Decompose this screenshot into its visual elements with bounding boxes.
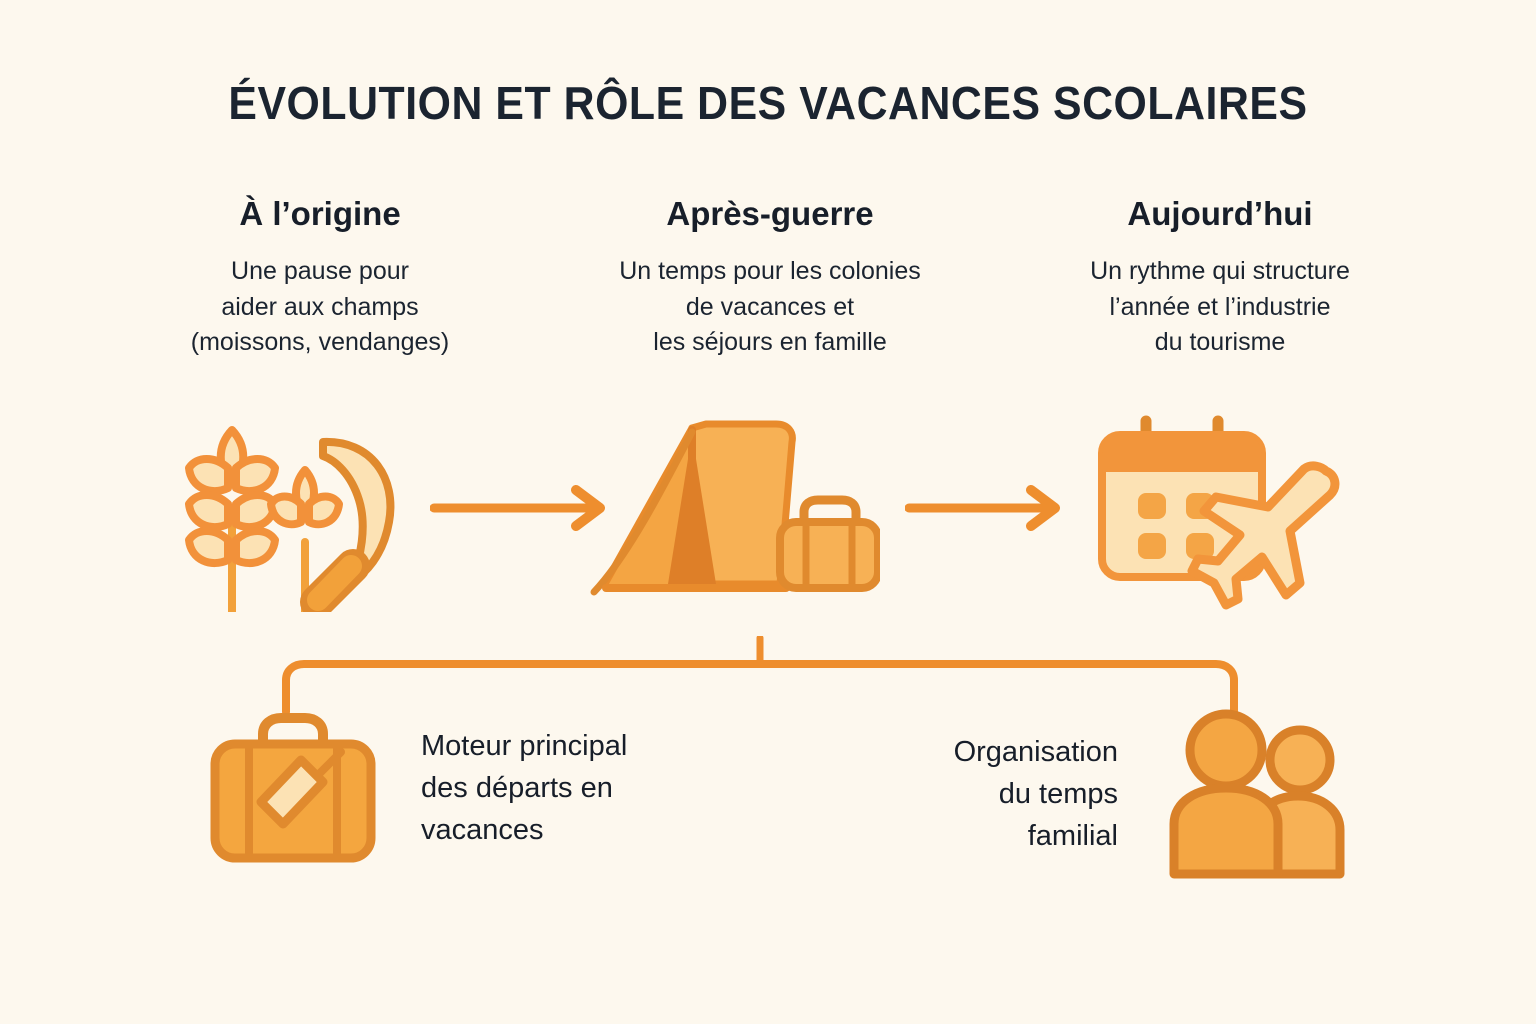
timeline-column-origine: À l’origine Une pause pour aider aux cha… bbox=[110, 195, 530, 361]
column-description-line: de vacances et bbox=[685, 292, 855, 321]
outcome-text-line: du temps bbox=[998, 777, 1118, 810]
calendar-airplane-icon bbox=[1098, 415, 1340, 609]
column-description-line: Un rythme qui structure bbox=[1090, 257, 1350, 286]
timeline-columns: À l’origine Une pause pour aider aux cha… bbox=[110, 195, 1430, 361]
arrow-connector-2 bbox=[904, 484, 1065, 537]
icon-row bbox=[0, 408, 1536, 618]
arrow-connector-1 bbox=[429, 484, 610, 537]
icon-slot-apres-guerre bbox=[575, 414, 885, 614]
column-description: Un temps pour les colonies de vacances e… bbox=[560, 254, 980, 361]
bracket-connector bbox=[280, 634, 1240, 716]
timeline-column-aujourdhui: Aujourd’hui Un rythme qui structure l’an… bbox=[1010, 195, 1430, 361]
icon-slot-aujourdhui bbox=[1090, 410, 1350, 615]
icon-slot-origine bbox=[170, 414, 410, 614]
person-head-small bbox=[1265, 725, 1335, 795]
person-head-large bbox=[1185, 709, 1267, 791]
bracket-shape bbox=[282, 634, 1238, 716]
column-description-line: Un temps pour les colonies bbox=[619, 257, 921, 286]
tent-suitcase-icon bbox=[590, 420, 880, 596]
arrow-right-icon bbox=[904, 485, 1060, 531]
outcome-departs: Moteur principal des départs en vacances bbox=[205, 708, 627, 868]
outcome-text-line: Moteur principal bbox=[421, 729, 628, 762]
bracket-arms bbox=[282, 660, 1238, 716]
person-body-large bbox=[1169, 783, 1283, 879]
column-description: Un rythme qui structure l’année et l’ind… bbox=[1010, 254, 1430, 361]
tent-guy-line bbox=[590, 428, 696, 596]
outcomes-row: Moteur principal des départs en vacances… bbox=[0, 700, 1536, 900]
column-description-line: Une pause pour bbox=[231, 257, 409, 286]
outcome-text-line: Organisation bbox=[953, 735, 1118, 768]
outcome-text-line: familial bbox=[1027, 820, 1118, 853]
column-heading: À l’origine bbox=[239, 195, 401, 232]
family-people-icon bbox=[1169, 709, 1345, 879]
column-description-line: aider aux champs bbox=[221, 292, 419, 321]
outcome-text-line: vacances bbox=[421, 814, 544, 847]
column-description-line: l’année et l’industrie bbox=[1109, 292, 1331, 321]
column-description: Une pause pour aider aux champs (moisson… bbox=[110, 254, 530, 361]
column-description-line: les séjours en famille bbox=[653, 328, 887, 357]
page-title: ÉVOLUTION ET RÔLE DES VACANCES SCOLAIRES bbox=[228, 77, 1308, 129]
column-heading: Aujourd’hui bbox=[1127, 195, 1313, 232]
arrow-right-icon bbox=[429, 485, 605, 531]
column-heading: Après-guerre bbox=[666, 195, 874, 232]
outcome-text-line: des départs en bbox=[421, 771, 613, 804]
airplane-icon bbox=[1187, 460, 1340, 609]
outcome-text: Organisation du temps familial bbox=[954, 731, 1118, 857]
timeline-column-apres-guerre: Après-guerre Un temps pour les colonies … bbox=[560, 195, 980, 361]
column-description-line: (moissons, vendanges) bbox=[190, 328, 450, 357]
outcome-text: Moteur principal des départs en vacances bbox=[421, 725, 627, 851]
wheat-sickle-icon bbox=[185, 426, 395, 612]
column-description-line: du tourisme bbox=[1154, 328, 1286, 357]
suitcase-icon bbox=[210, 713, 376, 863]
outcome-famille: Organisation du temps familial bbox=[954, 708, 1356, 880]
